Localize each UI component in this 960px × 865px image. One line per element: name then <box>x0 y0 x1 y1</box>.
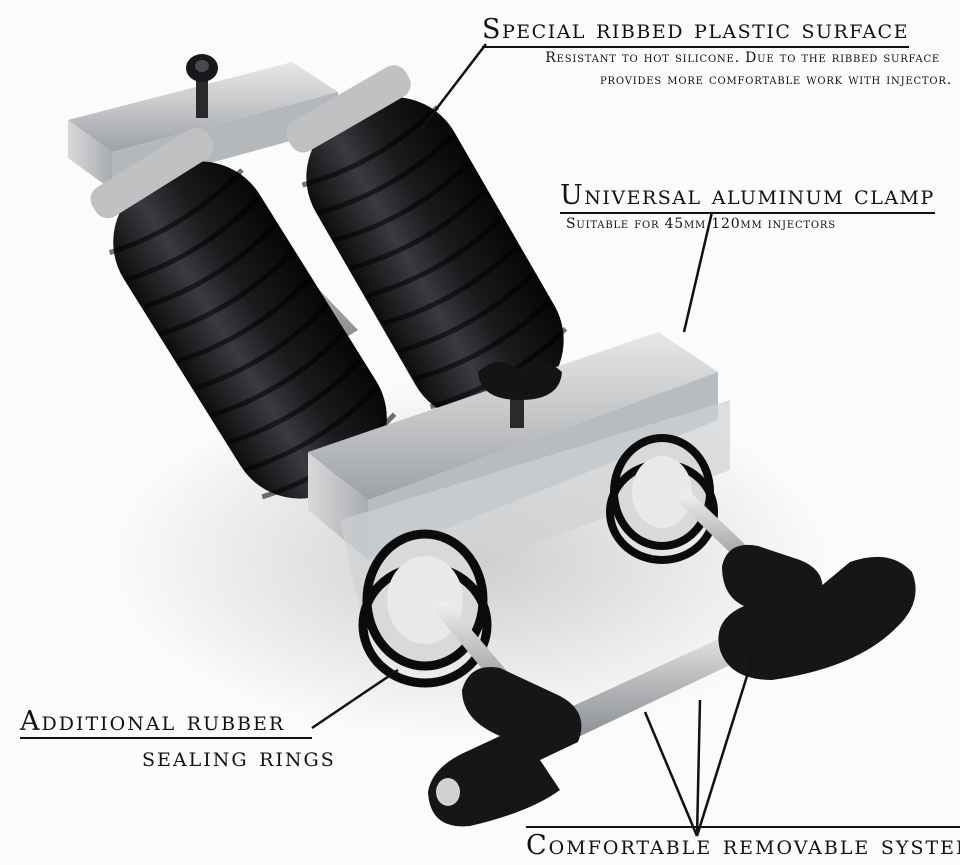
rings-callout-title-line2: sealing rings <box>142 742 336 773</box>
system-callout-title-part1: Comfortable <box>526 830 713 861</box>
rings-callout-title-line1: Additional rubber <box>20 706 312 739</box>
front-thumbscrew <box>478 362 562 428</box>
right-sealing-rings <box>606 434 718 564</box>
removable-t-handle-system <box>428 492 916 827</box>
surface-callout-line2: provides more comfortable work with inje… <box>600 72 952 88</box>
clamp-callout-title: Universal aluminum clamp <box>560 180 935 214</box>
system-callout-title-part2: removable system <box>722 830 960 861</box>
clamp-callout-line1: Suitable for 45mm 120mm injectors <box>566 216 836 232</box>
callout-leader-lines <box>311 43 754 837</box>
rear-thumbscrew <box>186 54 218 118</box>
left-ribbed-handle <box>90 127 397 500</box>
right-ribbed-handle <box>286 65 568 421</box>
surface-callout-line1: Resistant to hot silicone. Due to the ri… <box>545 50 940 66</box>
surface-callout-title: Special ribbed plastic surface <box>482 14 909 48</box>
system-callout-title: Comfortable removable system <box>526 826 960 861</box>
